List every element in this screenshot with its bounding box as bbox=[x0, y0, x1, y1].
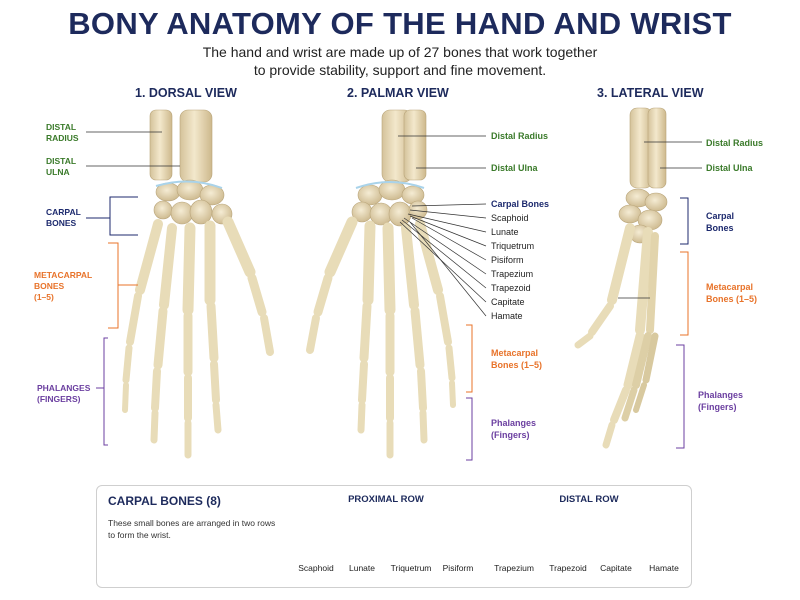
lateral-metacarpal-label: Metacarpal Bones (1–5) bbox=[706, 282, 758, 304]
carpal-bones-panel bbox=[96, 485, 692, 588]
lateral-ulna-bone bbox=[647, 107, 667, 189]
distal-bone-name: Hamate bbox=[649, 563, 679, 573]
panel-description: These small bones are arranged in two ro… bbox=[108, 518, 276, 540]
palmar-distal-ulna-label: Distal Ulna bbox=[491, 163, 538, 173]
lateral-distal-ulna-label: Distal Ulna bbox=[706, 163, 753, 173]
proximal-row-title: PROXIMAL ROW bbox=[348, 494, 424, 505]
distal-bone-name: Capitate bbox=[600, 563, 632, 573]
panel-title: CARPAL BONES (8) bbox=[108, 494, 221, 508]
palmar-hand bbox=[306, 109, 456, 459]
subtitle-line-1: The hand and wrist are made up of 27 bon… bbox=[202, 44, 598, 60]
palmar-lunate-label: Lunate bbox=[491, 227, 519, 237]
distal-row-title: DISTAL ROW bbox=[559, 494, 619, 505]
lateral-phalanges-label: Phalanges (Fingers) bbox=[698, 390, 744, 412]
palmar-distal-radius-label: Distal Radius bbox=[491, 131, 549, 141]
palmar-scaphoid-label: Scaphoid bbox=[491, 213, 529, 223]
dorsal-phalanges-label: PHALANGES (FINGERS) bbox=[37, 383, 91, 404]
palmar-hamate-label: Hamate bbox=[491, 311, 523, 321]
proximal-bone-name: Lunate bbox=[349, 563, 375, 573]
palmar-triquetrum-label: Triquetrum bbox=[491, 241, 535, 251]
dorsal-metacarpal-label: METACARPAL BONES (1–5) bbox=[34, 270, 93, 302]
dorsal-ulna-bone bbox=[149, 109, 173, 181]
palmar-trapezoid-label: Trapezoid bbox=[491, 283, 531, 293]
lateral-carpal-label: Carpal Bones bbox=[706, 211, 735, 233]
dorsal-radius-bone bbox=[179, 109, 213, 183]
lateral-hand bbox=[574, 107, 668, 449]
dorsal-distal-radius-label: DISTAL RADIUS bbox=[46, 122, 79, 143]
proximal-bone-name: Pisiform bbox=[442, 563, 474, 573]
dorsal-hand bbox=[122, 109, 274, 459]
palmar-capitate-label: Capitate bbox=[491, 297, 525, 307]
palmar-ulna-bone bbox=[403, 109, 427, 181]
lateral-distal-radius-label: Distal Radius bbox=[706, 138, 764, 148]
distal-bone-name: Trapezoid bbox=[549, 563, 587, 573]
page-title: BONY ANATOMY OF THE HAND AND WRIST bbox=[68, 6, 732, 41]
palmar-phalanges-label: Phalanges (Fingers) bbox=[491, 418, 537, 440]
palmar-pisiform-label: Pisiform bbox=[491, 255, 524, 265]
lateral-view-title: 3. LATERAL VIEW bbox=[597, 86, 704, 100]
palmar-metacarpal-label: Metacarpal Bones (1–5) bbox=[491, 348, 543, 370]
dorsal-carpal-label: CARPAL BONES bbox=[46, 207, 81, 228]
dorsal-distal-ulna-label: DISTAL ULNA bbox=[46, 156, 77, 177]
proximal-bone-name: Triquetrum bbox=[390, 563, 432, 573]
palmar-carpal-bones-label: Carpal Bones bbox=[491, 199, 550, 209]
palmar-trapezium-label: Trapezium bbox=[491, 269, 534, 279]
subtitle-line-2: to provide stability, support and fine m… bbox=[253, 62, 547, 78]
proximal-bone-name: Scaphoid bbox=[298, 563, 334, 573]
dorsal-view-title: 1. DORSAL VIEW bbox=[135, 86, 237, 100]
distal-bone-name: Trapezium bbox=[494, 563, 534, 573]
palmar-view-title: 2. PALMAR VIEW bbox=[347, 86, 449, 100]
